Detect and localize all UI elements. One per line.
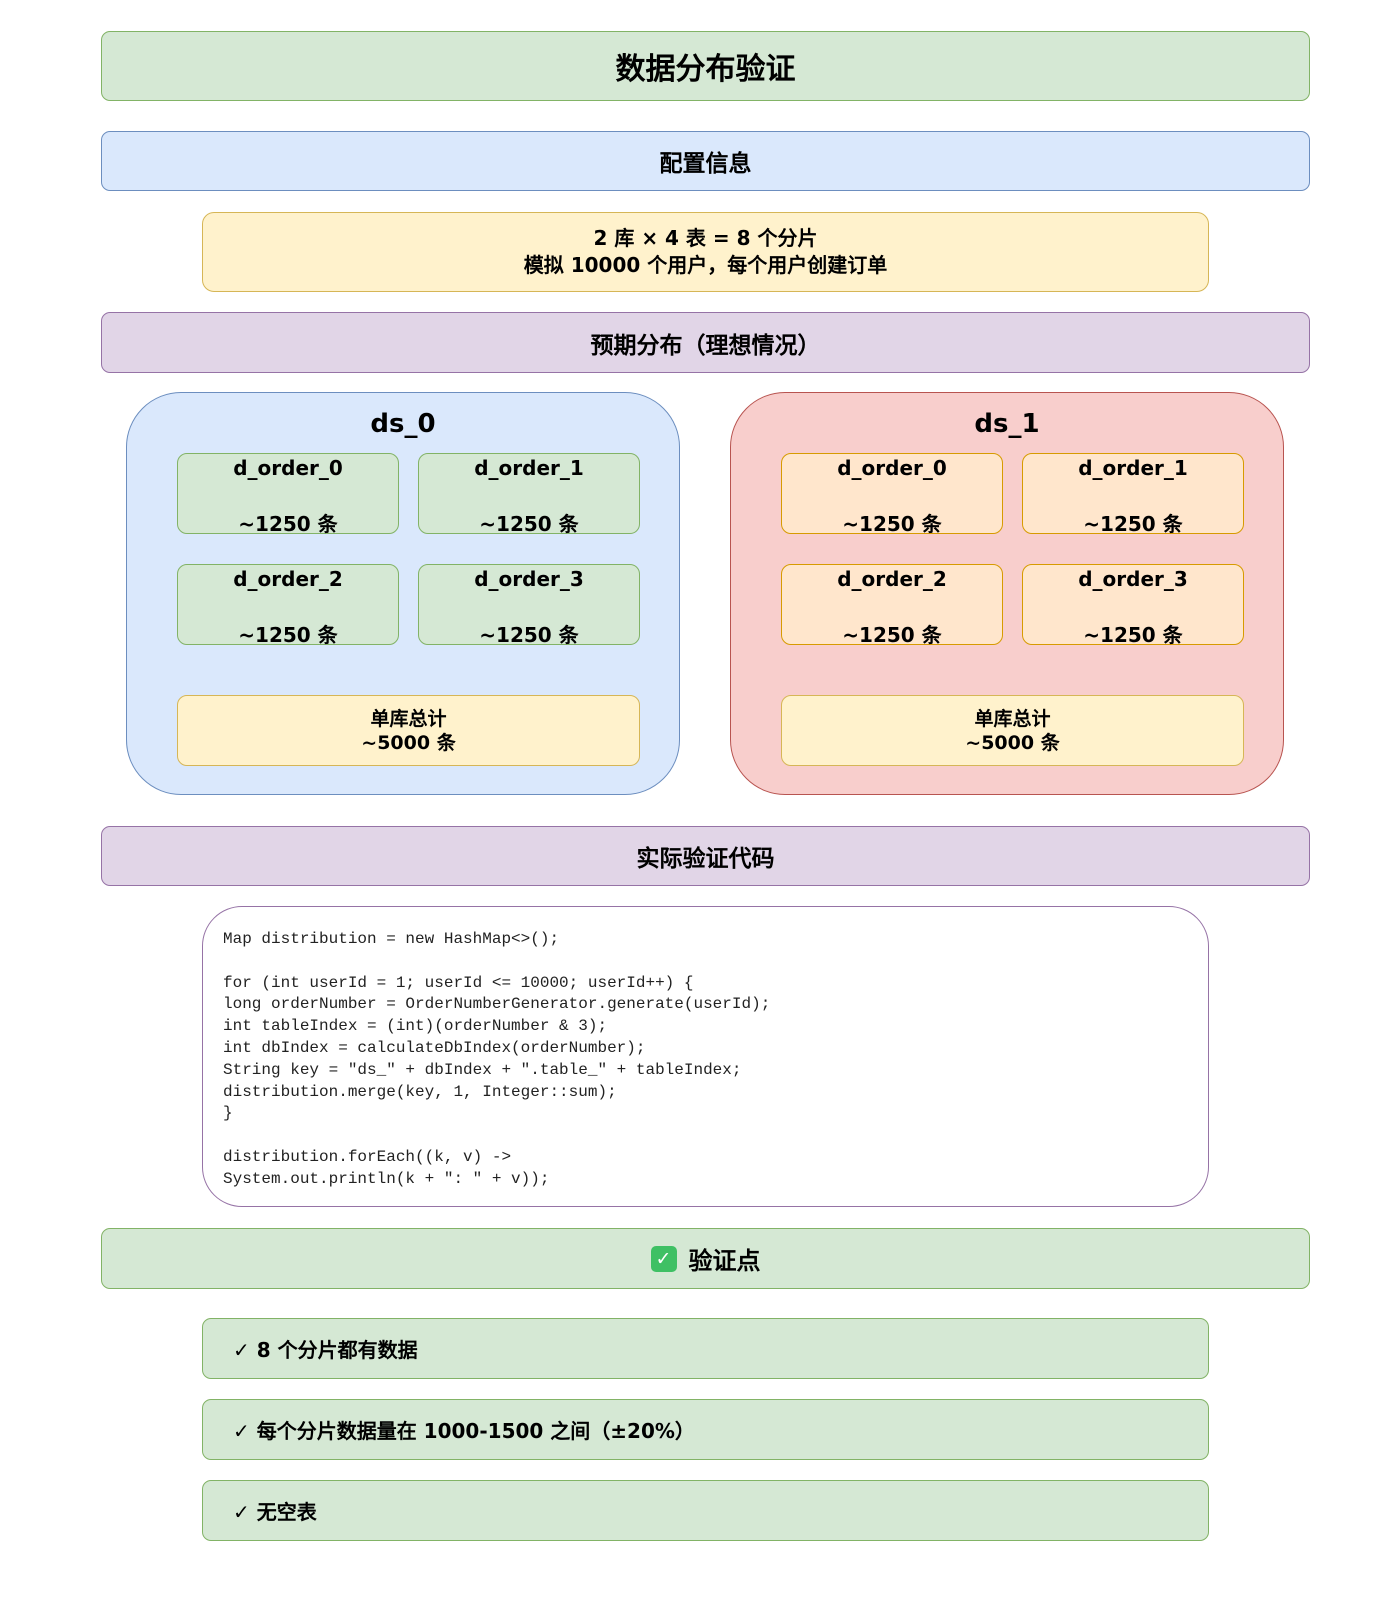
verify-item: ✓ 每个分片数据量在 1000-1500 之间（±20%）: [202, 1399, 1209, 1460]
table-name: d_order_2: [233, 567, 343, 591]
total-value: ~5000 条: [361, 731, 456, 754]
table-name: d_order_0: [233, 456, 343, 480]
verify-header-text: 验证点: [688, 1247, 761, 1275]
table-name: d_order_2: [837, 567, 947, 591]
verify-item: ✓ 8 个分片都有数据: [202, 1318, 1209, 1379]
table-count: ~1250 条: [842, 623, 942, 647]
table-count: ~1250 条: [479, 512, 579, 536]
code-text: Map distribution = new HashMap<>(); for …: [223, 930, 771, 1188]
ds1-table-d-order-1: d_order_1 ~1250 条: [1022, 453, 1244, 536]
code-header-text: 实际验证代码: [636, 846, 775, 872]
ds1-total-box: 单库总计 ~5000 条: [781, 695, 1244, 766]
table-count: ~1250 条: [238, 512, 338, 536]
table-name: d_order_3: [474, 567, 584, 591]
table-name: d_order_1: [474, 456, 584, 480]
ds1-table-d-order-2: d_order_2 ~1250 条: [781, 564, 1003, 647]
page-title: 数据分布验证: [101, 31, 1310, 101]
config-info-box: 2 库 × 4 表 = 8 个分片 模拟 10000 个用户，每个用户创建订单: [202, 212, 1209, 292]
ds0-table-d-order-0: d_order_0 ~1250 条: [177, 453, 399, 536]
table-count: ~1250 条: [238, 623, 338, 647]
expected-header-text: 预期分布（理想情况）: [590, 332, 821, 359]
table-count: ~1250 条: [479, 623, 579, 647]
code-block: Map distribution = new HashMap<>(); for …: [202, 906, 1209, 1207]
config-header-text: 配置信息: [659, 151, 752, 177]
total-value: ~5000 条: [965, 731, 1060, 754]
verify-section-header: ✓ 验证点: [101, 1228, 1310, 1289]
code-section-header: 实际验证代码: [101, 826, 1310, 886]
config-section-header: 配置信息: [101, 131, 1310, 191]
ds0-total-box: 单库总计 ~5000 条: [177, 695, 640, 766]
database-ds1: ds_1 d_order_0 ~1250 条 d_order_1 ~1250 条…: [730, 392, 1284, 795]
expected-distribution-header: 预期分布（理想情况）: [101, 312, 1310, 373]
verify-item-text: ✓ 8 个分片都有数据: [233, 1338, 418, 1362]
database-ds0-title: ds_0: [370, 409, 436, 439]
ds1-table-d-order-0: d_order_0 ~1250 条: [781, 453, 1003, 536]
ds1-table-d-order-3: d_order_3 ~1250 条: [1022, 564, 1244, 647]
config-line-users: 模拟 10000 个用户，每个用户创建订单: [523, 253, 888, 277]
verify-item: ✓ 无空表: [202, 1480, 1209, 1541]
ds0-table-d-order-3: d_order_3 ~1250 条: [418, 564, 640, 647]
verify-item-text: ✓ 无空表: [233, 1500, 317, 1524]
table-name: d_order_0: [837, 456, 947, 480]
table-count: ~1250 条: [1083, 623, 1183, 647]
table-name: d_order_1: [1078, 456, 1188, 480]
config-line-shards: 2 库 × 4 表 = 8 个分片: [593, 226, 818, 250]
database-ds0: ds_0 d_order_0 ~1250 条 d_order_1 ~1250 条…: [126, 392, 680, 795]
database-ds1-title: ds_1: [974, 409, 1040, 439]
total-label: 单库总计: [974, 707, 1051, 730]
table-count: ~1250 条: [842, 512, 942, 536]
ds0-table-d-order-2: d_order_2 ~1250 条: [177, 564, 399, 647]
ds0-table-d-order-1: d_order_1 ~1250 条: [418, 453, 640, 536]
check-mark-button-icon: ✓: [650, 1245, 677, 1272]
page-title-text: 数据分布验证: [615, 52, 796, 87]
table-count: ~1250 条: [1083, 512, 1183, 536]
table-name: d_order_3: [1078, 567, 1188, 591]
total-label: 单库总计: [370, 707, 447, 730]
verify-item-text: ✓ 每个分片数据量在 1000-1500 之间（±20%）: [233, 1419, 695, 1443]
